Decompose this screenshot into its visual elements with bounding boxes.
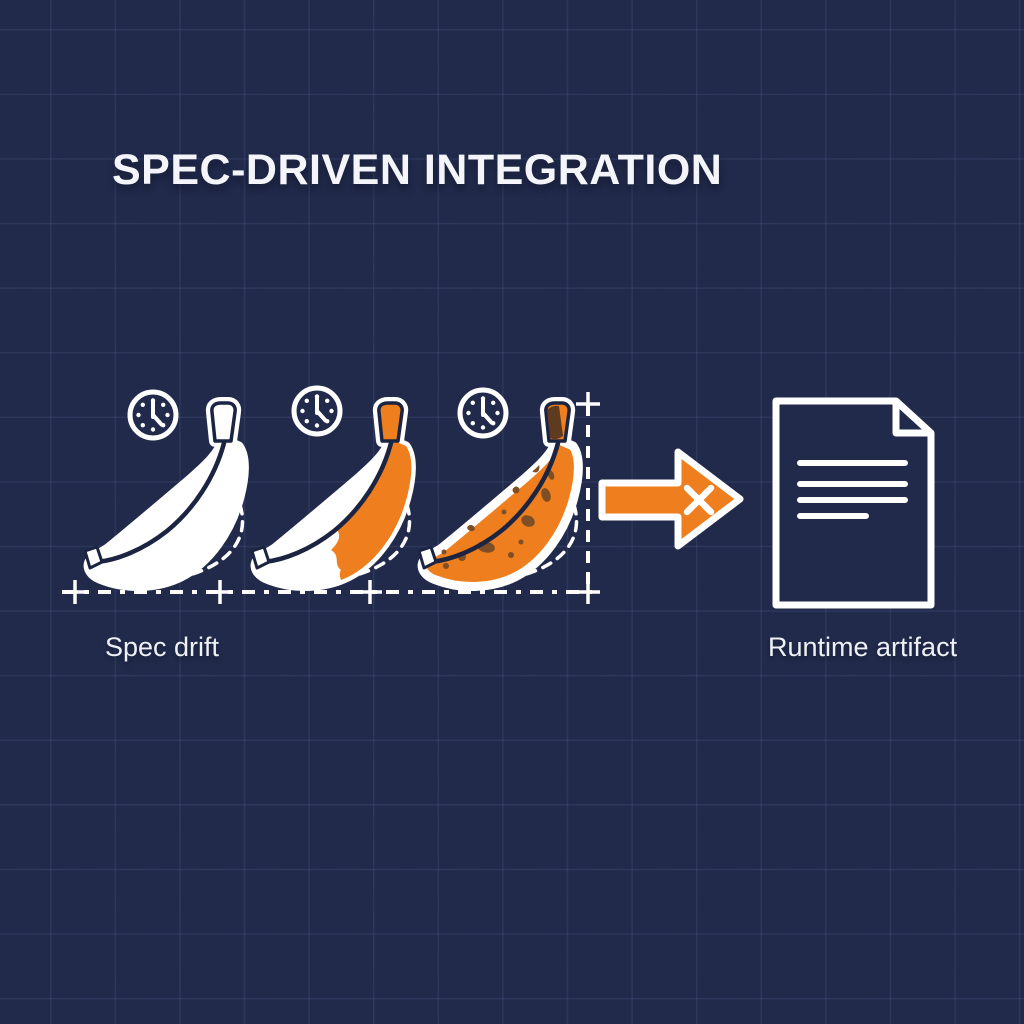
banana-ripening-icon bbox=[250, 403, 424, 595]
document-icon bbox=[772, 397, 935, 609]
page-title: SPEC-DRIVEN INTEGRATION bbox=[112, 146, 723, 194]
banana-overripe-icon bbox=[417, 403, 578, 586]
x-mark-icon bbox=[683, 484, 715, 516]
clock-icon bbox=[130, 392, 176, 438]
clock-icon bbox=[460, 390, 506, 436]
arrow-right-crossed-icon bbox=[598, 448, 744, 550]
runtime-artifact-label: Runtime artifact bbox=[768, 632, 958, 662]
stem-brown-tip bbox=[547, 405, 563, 440]
clock-icon bbox=[294, 388, 340, 434]
dimension-lines bbox=[62, 392, 600, 604]
folded-corner bbox=[892, 401, 931, 437]
spec-drift-label: Spec drift bbox=[105, 632, 220, 662]
document-text-lines bbox=[797, 460, 908, 519]
plus-tick-marks bbox=[63, 392, 600, 604]
